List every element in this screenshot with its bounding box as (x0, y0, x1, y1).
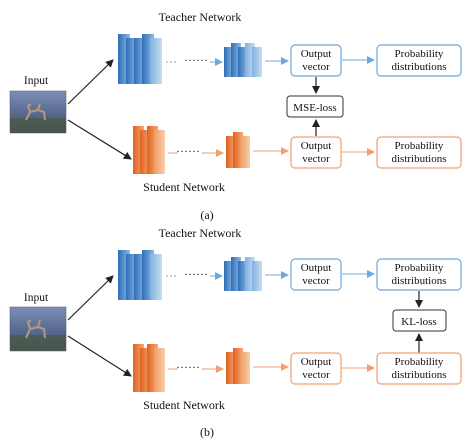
student-layer-stack-2 (226, 348, 250, 384)
arrow-to-student (67, 119, 132, 160)
caption-b: (b) (200, 425, 214, 439)
student-network-label: Student Network (143, 398, 225, 412)
kl-loss-label: KL-loss (401, 316, 436, 328)
panel-b: Teacher Network Input ······ (9, 226, 462, 439)
input-image (9, 306, 67, 352)
caption-a: (a) (200, 208, 213, 222)
student-prob-box (376, 352, 462, 385)
student-layer-stack-1 (133, 344, 165, 392)
student-prob-label-2: distributions (391, 153, 446, 165)
student-prob-label: Probability (395, 140, 444, 152)
svg-text:······: ······ (176, 360, 200, 374)
mse-loss-box (286, 95, 344, 118)
arrow-to-teacher (67, 59, 114, 105)
student-prob-label-2: distributions (391, 369, 446, 381)
student-layer-stack-1 (133, 126, 165, 174)
arrow-to-student (67, 335, 132, 377)
ellipsis: ······ (184, 53, 208, 67)
student-output-label-2: vector (302, 369, 330, 381)
teacher-output-label: Output (301, 48, 332, 60)
teacher-layer-stack-2 (224, 43, 262, 77)
teacher-output-box (290, 258, 342, 291)
arrow-to-teacher (67, 275, 114, 321)
student-output-box (290, 136, 342, 169)
teacher-prob-label-2: distributions (391, 275, 446, 287)
student-network-label: Student Network (143, 180, 225, 194)
student-prob-label: Probability (395, 356, 444, 368)
student-prob-box (376, 136, 462, 169)
student-output-label: Output (301, 140, 332, 152)
teacher-output-label: Output (301, 262, 332, 274)
teacher-prob-label-2: distributions (391, 61, 446, 73)
teacher-layer-stack-1 (118, 34, 162, 84)
teacher-prob-label: Probability (395, 262, 444, 274)
teacher-prob-box (376, 44, 462, 77)
student-output-label-2: vector (302, 153, 330, 165)
input-label: Input (24, 292, 49, 304)
svg-text:······: ······ (176, 144, 200, 158)
teacher-output-label-2: vector (302, 61, 330, 73)
svg-text:······: ······ (184, 267, 208, 281)
student-output-label: Output (301, 356, 332, 368)
kl-loss-box (392, 309, 447, 332)
teacher-prob-box (376, 258, 462, 291)
teacher-layer-stack-1 (118, 250, 162, 300)
student-layer-stack-2 (226, 132, 250, 168)
teacher-output-label-2: vector (302, 275, 330, 287)
input-image (9, 90, 67, 134)
teacher-network-label: Teacher Network (159, 10, 242, 24)
panel-a: Teacher Network Input ······ (9, 10, 462, 222)
teacher-network-label: Teacher Network (159, 226, 242, 240)
student-output-box (290, 352, 342, 385)
teacher-prob-label: Probability (395, 48, 444, 60)
mse-loss-label: MSE-loss (293, 102, 336, 114)
teacher-output-box (290, 44, 342, 77)
input-label: Input (24, 75, 49, 87)
teacher-layer-stack-2 (224, 257, 262, 291)
